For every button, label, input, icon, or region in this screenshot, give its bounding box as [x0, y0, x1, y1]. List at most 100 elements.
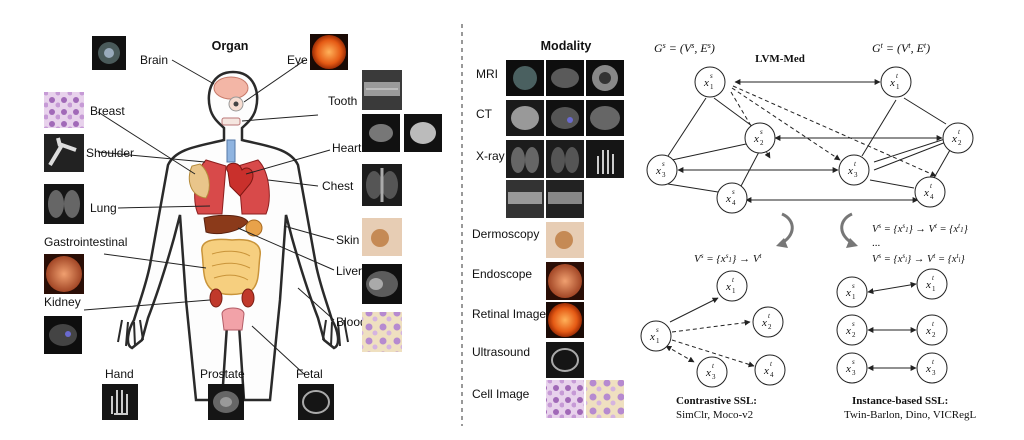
right-hand [322, 319, 349, 347]
instance-ssl-title: Instance-based SSL: [852, 395, 948, 407]
svg-text:1: 1 [732, 287, 736, 295]
svg-text:3: 3 [712, 373, 716, 381]
svg-text:t: t [768, 312, 771, 320]
thumb-skin-dermoscopy [362, 218, 402, 256]
cssl-node-x1-target: xt1 [716, 270, 748, 302]
thumb-fetal-ultrasound [298, 384, 334, 420]
svg-text:s: s [656, 326, 659, 334]
thumb-brain-mri [92, 36, 126, 70]
contrastive-ssl-title: Contrastive SSL: [676, 395, 757, 407]
thumb-ct-row [506, 100, 624, 136]
organ-panel: Organ [44, 34, 442, 420]
svg-text:x: x [925, 363, 931, 375]
svg-text:x: x [847, 165, 853, 177]
left-kidney [209, 288, 223, 308]
node-x2-source: xs2 [744, 122, 776, 154]
thumb-eye-retina [310, 34, 348, 70]
top-graph-edges [667, 79, 951, 203]
svg-text:x: x [845, 363, 851, 375]
instance-ellipsis: ... [872, 237, 881, 249]
thumb-chest-xray [362, 164, 402, 206]
svg-text:3: 3 [932, 369, 936, 377]
mapping-equations: Vs = {xs1} → Vt Vs = {xs1} → Vt = {xt1} … [694, 222, 969, 265]
svg-text:x: x [725, 281, 731, 293]
thumb-xray-row [506, 140, 624, 218]
svg-text:s: s [852, 320, 855, 328]
svg-text:t: t [932, 358, 935, 366]
svg-text:t: t [932, 320, 935, 328]
cssl-node-x2-target: xt 2 [752, 306, 784, 338]
label-brain: Brain [140, 53, 168, 67]
label-prostate: Prostate [200, 367, 245, 381]
transition-arrows [776, 212, 858, 248]
svg-text:1: 1 [932, 285, 936, 293]
thumb-tooth-xray [362, 70, 402, 110]
svg-text:x: x [649, 331, 655, 343]
thumb-lung-xray [44, 184, 84, 224]
graph-source-label: Gs = (Vs, Es) [654, 41, 715, 56]
thumb-hand-xray [102, 384, 138, 420]
svg-text:x: x [753, 133, 759, 145]
thumb-retinal [546, 302, 584, 338]
lvm-med-title: LVM-Med [755, 53, 805, 65]
thumb-ultrasound [546, 342, 584, 378]
label-heart: Heart [332, 141, 362, 155]
label-fetal: Fetal [296, 367, 323, 381]
svg-text:4: 4 [930, 193, 934, 201]
svg-text:t: t [932, 274, 935, 282]
graph-target-label: Gt = (Vt, Et) [872, 41, 930, 56]
svg-text:x: x [845, 287, 851, 299]
svg-text:2: 2 [768, 323, 772, 331]
svg-text:x: x [925, 325, 931, 337]
svg-text:s: s [852, 358, 855, 366]
label-eye: Eye [287, 53, 308, 67]
contrastive-ssl-methods: SimClr, Moco-v2 [676, 409, 753, 421]
intestine-organ [201, 238, 261, 296]
svg-text:x: x [845, 325, 851, 337]
label-chest: Chest [322, 179, 354, 193]
top-graph-nodes: xs1 xs2 xs3 xs4 xt1 xt2 xt3 xt4 [646, 66, 974, 214]
thumb-heart-ct [362, 114, 442, 152]
thumb-mri-row [506, 60, 624, 96]
stomach-organ [245, 219, 263, 237]
graph-panel: LVM-Med Gs = (Vs, Es) Gt = (Vt, Et) [640, 41, 977, 421]
label-retinal-image: Retinal Image [472, 307, 546, 321]
cssl-node-x3-target: xt3 [696, 356, 728, 388]
svg-text:1: 1 [656, 337, 660, 345]
svg-text:x: x [655, 165, 661, 177]
svg-text:s: s [852, 282, 855, 290]
issl-node-x1-source: xs1 [836, 276, 868, 308]
svg-text:4: 4 [732, 199, 736, 207]
modality-panel: Modality MRI CT X-ray Dermoscopy Endosco… [472, 39, 624, 418]
thumb-cell-image [546, 380, 624, 418]
svg-text:x: x [763, 365, 769, 377]
svg-text:x: x [951, 133, 957, 145]
issl-node-x2-target: xt2 [916, 314, 948, 346]
node-x1-source: xs1 [694, 66, 726, 98]
svg-text:s: s [662, 160, 665, 168]
right-kidney [241, 288, 255, 308]
svg-text:t: t [854, 160, 857, 168]
label-lung: Lung [90, 201, 117, 215]
svg-text:s: s [732, 188, 735, 196]
issl-node-x3-source: xs3 [836, 352, 868, 384]
label-hand: Hand [105, 367, 134, 381]
svg-text:x: x [761, 317, 767, 329]
organ-title: Organ [212, 39, 249, 53]
label-breast: Breast [90, 104, 125, 118]
svg-text:2: 2 [852, 331, 856, 339]
svg-text:t: t [896, 72, 899, 80]
svg-text:x: x [923, 187, 929, 199]
svg-text:x: x [725, 193, 731, 205]
label-endoscope: Endoscope [472, 267, 532, 281]
svg-text:t: t [958, 128, 961, 136]
brain-organ [213, 76, 249, 100]
thumb-blood-cells [362, 312, 402, 352]
contrastive-graph: xs1 xt1 xt2 xt3 xt4 Contrastive SSL: Sim… [640, 270, 786, 421]
svg-text:2: 2 [760, 139, 764, 147]
label-tooth: Tooth [328, 94, 357, 108]
thumb-prostate-mri [208, 384, 244, 420]
label-xray: X-ray [476, 149, 505, 163]
svg-text:1: 1 [896, 83, 900, 91]
